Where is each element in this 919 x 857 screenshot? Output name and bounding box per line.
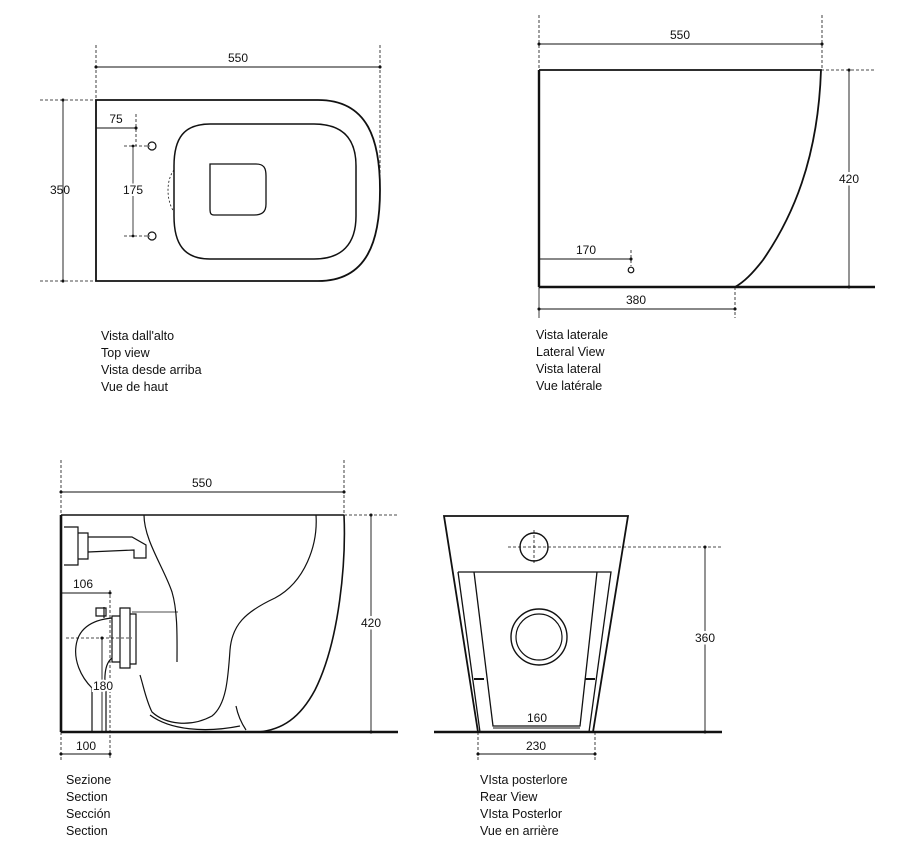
caption-line: Section bbox=[66, 790, 108, 804]
caption-line: VIsta Posterlor bbox=[480, 807, 562, 821]
rear-view-inner-width-label: 160 bbox=[527, 711, 547, 725]
rear-view-base-width-label: 230 bbox=[526, 739, 546, 753]
lateral-view-length-label: 550 bbox=[670, 28, 690, 42]
rear-view-inlet-height-label: 360 bbox=[695, 631, 715, 645]
lateral-view-base-length-label: 380 bbox=[626, 293, 646, 307]
caption-line: Vista lateral bbox=[536, 362, 602, 376]
section-view-bowl bbox=[143, 514, 178, 663]
caption-line: Lateral View bbox=[536, 345, 605, 359]
top-view-bowl-dashed bbox=[167, 169, 175, 213]
top-view-fixing-hole bbox=[147, 141, 157, 151]
top-view-width-label: 350 bbox=[50, 183, 70, 197]
section-view-drain-offset-label: 100 bbox=[76, 739, 96, 753]
caption-line: Rear View bbox=[480, 790, 538, 804]
section-view-caption: Sezione Section Sección Section bbox=[66, 772, 111, 840]
caption-line: Vue latérale bbox=[536, 379, 603, 393]
section-view-height-label: 420 bbox=[361, 616, 381, 630]
rear-view-recess bbox=[457, 571, 612, 733]
section-view-drain-pipe bbox=[75, 607, 137, 732]
caption-line: Vista desde arriba bbox=[101, 363, 202, 377]
top-view bbox=[40, 45, 382, 283]
top-view-outline bbox=[95, 99, 381, 282]
caption-line: Top view bbox=[101, 346, 150, 360]
rear-view bbox=[434, 515, 722, 760]
lateral-view-outline bbox=[539, 69, 822, 288]
top-view-bowl bbox=[173, 123, 357, 260]
caption-line: Vue en arrière bbox=[480, 824, 559, 838]
top-view-caption: Vista dall'alto Top view Vista desde arr… bbox=[101, 328, 202, 396]
section-view-length-label: 550 bbox=[192, 476, 212, 490]
top-view-drain bbox=[209, 163, 267, 216]
section-view-inner-shell bbox=[139, 514, 317, 724]
caption-line: Sezione bbox=[66, 773, 112, 787]
section-view bbox=[59, 460, 398, 762]
top-view-offset-label: 75 bbox=[109, 112, 123, 126]
lateral-view-drain-offset-label: 170 bbox=[576, 243, 596, 257]
section-view-drain-height-label: 180 bbox=[93, 679, 113, 693]
section-view-inlet-pipe bbox=[64, 526, 147, 566]
section-view-inlet-offset-label: 106 bbox=[73, 577, 93, 591]
rear-view-outline bbox=[442, 515, 630, 733]
caption-line: Vue de haut bbox=[101, 380, 168, 394]
caption-line: Vista dall'alto bbox=[101, 329, 175, 343]
top-view-fixing-label: 175 bbox=[123, 183, 143, 197]
top-view-length-label: 550 bbox=[228, 51, 248, 65]
caption-line: Sección bbox=[66, 807, 111, 821]
section-view-outer-shell bbox=[257, 514, 346, 733]
top-view-fixing-hole bbox=[147, 231, 157, 241]
rear-view-outlet-inner bbox=[515, 613, 563, 661]
caption-line: Vista laterale bbox=[536, 328, 609, 342]
caption-line: VIsta posterlore bbox=[480, 773, 568, 787]
caption-line: Section bbox=[66, 824, 108, 838]
lateral-view-height-label: 420 bbox=[839, 172, 859, 186]
lateral-view-caption: Vista laterale Lateral View Vista latera… bbox=[536, 327, 608, 395]
rear-view-caption: VIsta posterlore Rear View VIsta Posterl… bbox=[480, 772, 568, 840]
rear-view-outlet bbox=[510, 608, 568, 666]
section-view-trap bbox=[149, 705, 247, 731]
lateral-view-drain-hole bbox=[627, 266, 635, 274]
lateral-view bbox=[537, 15, 875, 318]
